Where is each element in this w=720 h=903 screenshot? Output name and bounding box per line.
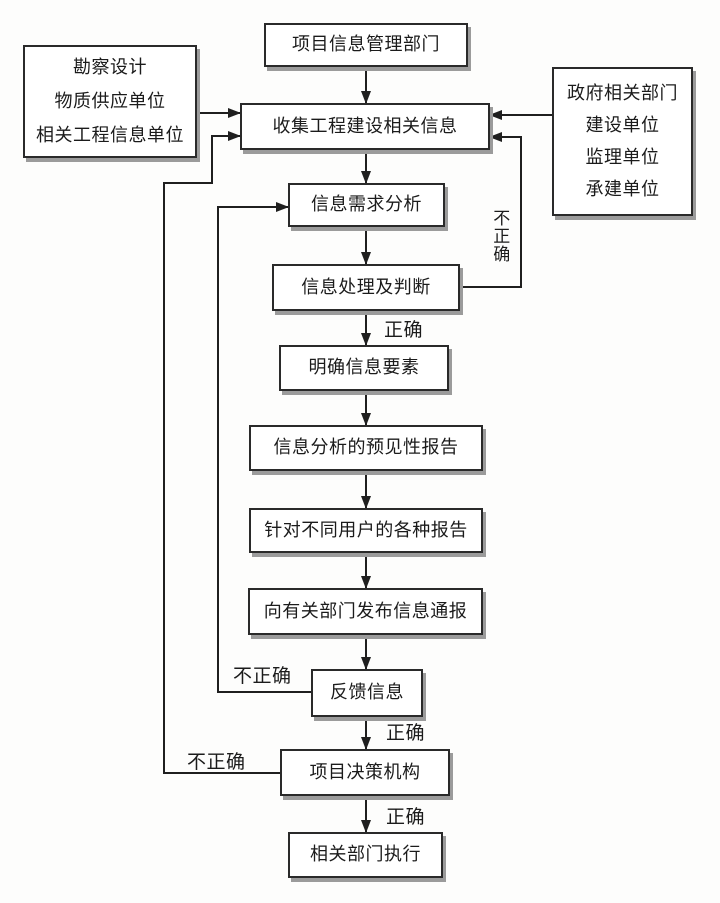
label-incorrect-after-judgment: 不正确	[493, 209, 511, 265]
node-label-line: 相关工程信息单位	[36, 124, 184, 146]
edge-feedback-incorrect-loop	[217, 202, 311, 693]
node-processing-judgment: 信息处理及判断	[272, 264, 460, 311]
label-incorrect-after-feedback: 不正确	[233, 665, 292, 687]
label-correct-after-feedback: 正确	[386, 722, 426, 744]
node-predictive-report: 信息分析的预见性报告	[249, 425, 483, 471]
label-incorrect-after-decision: 不正确	[187, 751, 246, 773]
node-execution: 相关部门执行	[288, 832, 443, 878]
node-label-line: 勘察设计	[73, 56, 147, 78]
node-label-line: 承建单位	[585, 178, 660, 200]
label-correct-after-decision: 正确	[386, 806, 426, 828]
node-sources-right: 政府相关部门 建设单位 监理单位 承建单位	[552, 67, 693, 216]
node-label-line: 建设单位	[585, 114, 660, 136]
node-label: 信息处理及判断	[301, 276, 431, 298]
node-label: 反馈信息	[330, 682, 404, 704]
edge-decision-incorrect-loop	[163, 131, 280, 774]
node-label-line: 物质供应单位	[54, 90, 166, 112]
node-publish-bulletin: 向有关部门发布信息通报	[248, 588, 483, 635]
node-label-line: 监理单位	[585, 146, 660, 168]
node-label: 收集工程建设相关信息	[272, 115, 458, 137]
node-label: 向有关部门发布信息通报	[263, 600, 468, 622]
node-label: 项目信息管理部门	[292, 34, 440, 56]
node-label: 相关部门执行	[310, 844, 421, 866]
node-label: 针对不同用户的各种报告	[264, 519, 468, 541]
node-collect-info: 收集工程建设相关信息	[240, 103, 490, 150]
edge-judgment-incorrect-loop	[460, 132, 522, 288]
label-correct-after-judgment: 正确	[384, 319, 424, 341]
node-sources-left: 勘察设计 物质供应单位 相关工程信息单位	[23, 45, 197, 158]
node-clarify-elements: 明确信息要素	[279, 345, 449, 391]
node-feedback: 反馈信息	[311, 669, 423, 717]
node-decision-body: 项目决策机构	[280, 749, 450, 796]
node-label: 信息需求分析	[311, 194, 422, 216]
node-label: 信息分析的预见性报告	[273, 437, 459, 459]
node-label-line: 政府相关部门	[567, 82, 678, 104]
node-demand-analysis: 信息需求分析	[288, 183, 445, 227]
node-project-info-dept: 项目信息管理部门	[264, 23, 468, 67]
node-label: 项目决策机构	[309, 761, 421, 783]
node-label: 明确信息要素	[308, 357, 420, 379]
node-user-reports: 针对不同用户的各种报告	[249, 508, 483, 553]
